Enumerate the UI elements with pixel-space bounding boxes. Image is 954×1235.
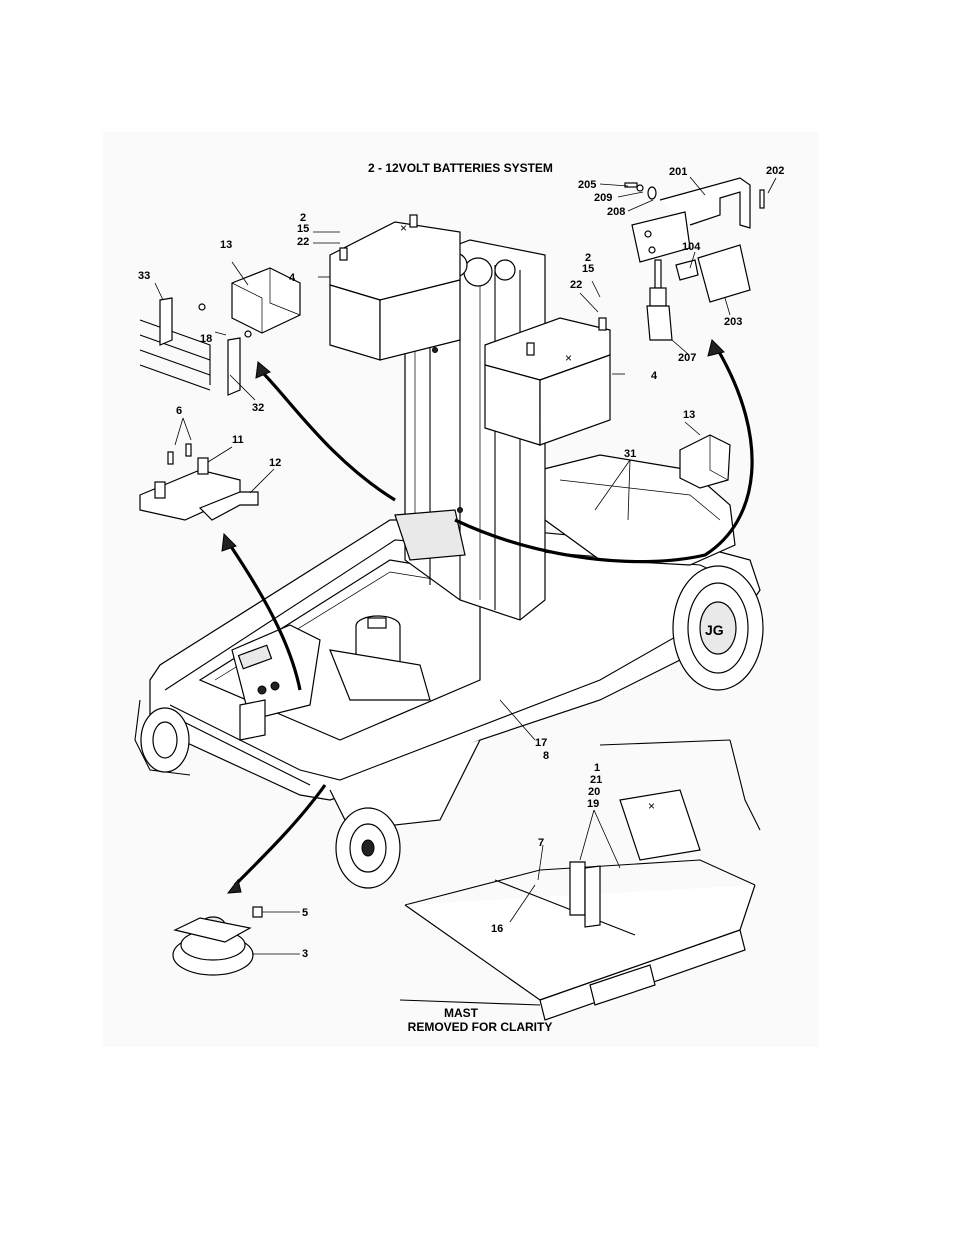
caption-line-2: REMOVED FOR CLARITY (408, 1020, 553, 1034)
callout-205: 205 (578, 179, 596, 191)
callout-5: 5 (302, 907, 308, 919)
battery-hold-down (140, 298, 240, 395)
front-wheel (336, 808, 400, 888)
horn-right (680, 435, 730, 488)
diagram-title: 2 - 12VOLT BATTERIES SYSTEM (368, 161, 553, 175)
battery-left: × (330, 215, 460, 360)
callout-3: 3 (302, 948, 308, 960)
callout-104: 104 (682, 241, 701, 253)
drive-wheel: JG (673, 566, 763, 690)
callout-32: 32 (252, 402, 264, 414)
svg-text:JG: JG (705, 622, 724, 638)
callout-13: 13 (220, 239, 232, 251)
callout-22: 22 (570, 279, 582, 291)
callout-17: 17 (535, 737, 547, 749)
buzzer (173, 907, 262, 975)
svg-text:×: × (565, 351, 572, 365)
callout-202: 202 (766, 165, 784, 177)
callout-19: 19 (587, 798, 599, 810)
callout-15: 15 (297, 223, 309, 235)
callout-13: 13 (683, 409, 695, 421)
callout-209: 209 (594, 192, 612, 204)
fuse-block (140, 444, 258, 520)
callout-15: 15 (582, 263, 594, 275)
callout-8: 8 (543, 750, 549, 762)
svg-text:×: × (400, 221, 407, 235)
callout-20: 20 (588, 786, 600, 798)
caption-line-1: MAST (444, 1006, 479, 1020)
callout-18: 18 (200, 333, 212, 345)
callout-207: 207 (678, 352, 696, 364)
callout-31: 31 (624, 448, 636, 460)
caster-wheel (141, 708, 189, 772)
callout-4: 4 (289, 272, 296, 284)
callout-21: 21 (590, 774, 602, 786)
callout-6: 6 (176, 405, 182, 417)
callout-203: 203 (724, 316, 742, 328)
callout-201: 201 (669, 166, 687, 178)
sensor-pad (698, 245, 750, 302)
callout-1: 1 (594, 762, 600, 774)
callout-16: 16 (491, 923, 503, 935)
callout-12: 12 (269, 457, 281, 469)
svg-text:×: × (648, 799, 655, 813)
callout-4: 4 (651, 370, 658, 382)
horn-unit (199, 268, 300, 337)
callout-22: 22 (297, 236, 309, 248)
callout-11: 11 (232, 434, 244, 446)
callout-33: 33 (138, 270, 150, 282)
callout-208: 208 (607, 206, 625, 218)
callout-7: 7 (538, 837, 544, 849)
